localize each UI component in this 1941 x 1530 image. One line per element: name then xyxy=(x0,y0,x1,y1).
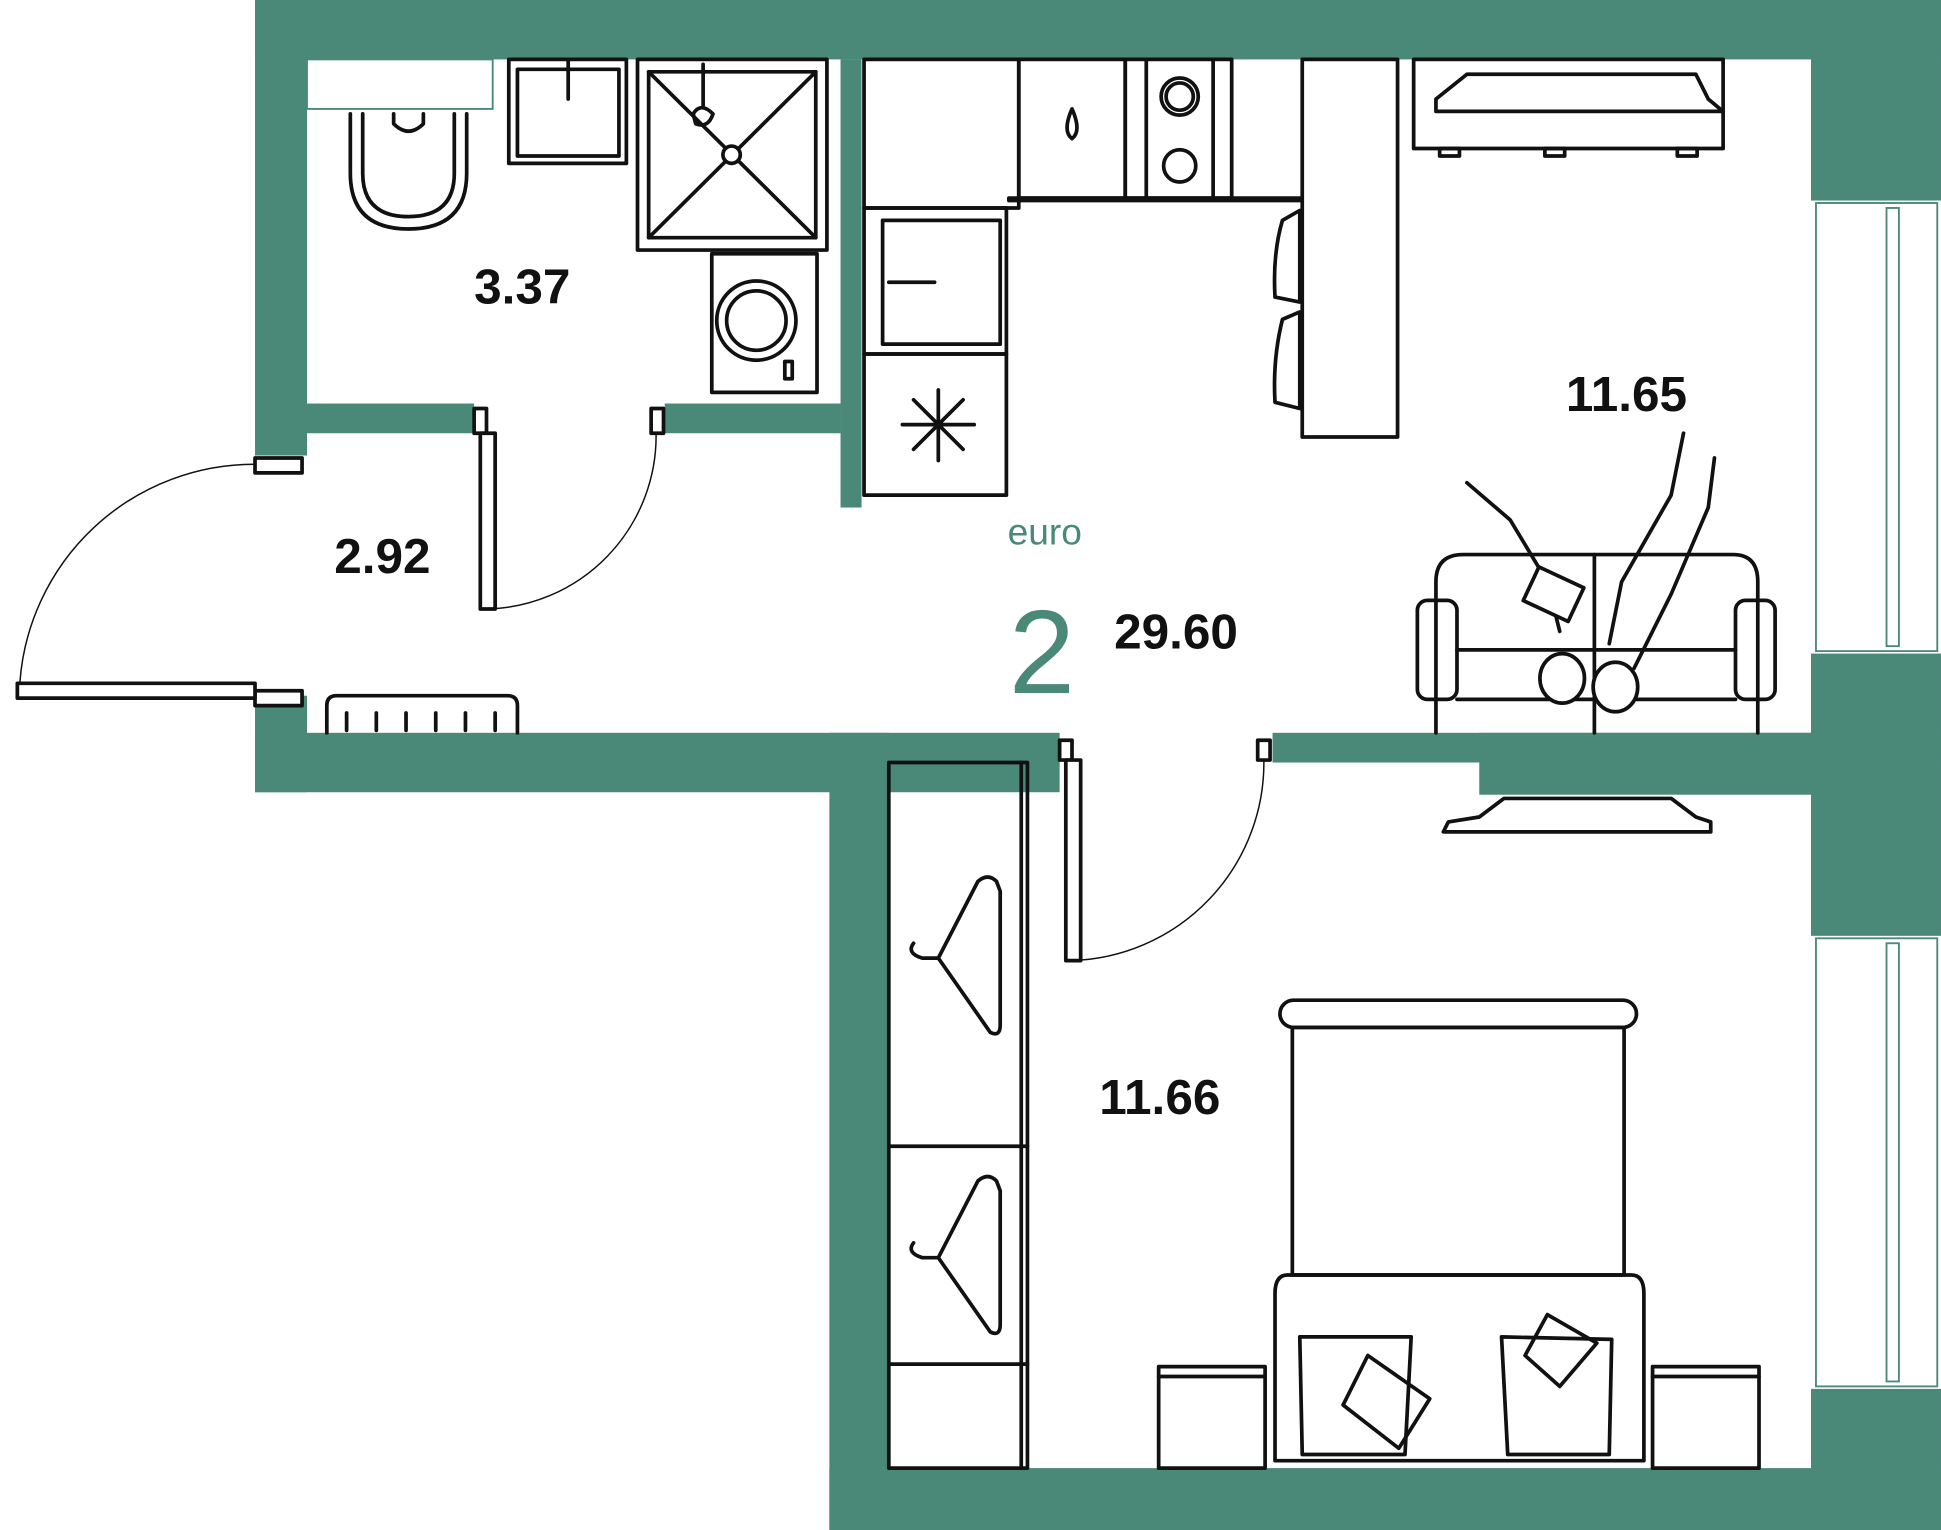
fridge-icon xyxy=(862,352,1009,498)
living-area: 11.65 xyxy=(1566,367,1687,422)
hallway-fixtures xyxy=(15,406,666,735)
bedroom-fixtures xyxy=(886,738,1761,1470)
windows xyxy=(306,58,1939,1388)
total-area: 29.60 xyxy=(1114,605,1238,660)
bathroom-area: 3.37 xyxy=(474,259,570,314)
room-count: 2 xyxy=(1009,586,1075,719)
toilet-icon xyxy=(348,112,469,231)
radiator-icon xyxy=(324,693,520,735)
tv-icon xyxy=(1441,796,1713,834)
bedroom-door-icon xyxy=(1057,738,1272,963)
walls xyxy=(255,0,1941,1530)
stove-icon xyxy=(1123,57,1234,200)
bar-counter-icon xyxy=(1272,57,1400,439)
bathroom-fixtures xyxy=(348,57,829,395)
labels: 3.37 2.92 11.65 11.66 euro 2 29.60 xyxy=(334,259,1687,1125)
sofa-icon xyxy=(1415,552,1777,735)
shower-icon xyxy=(635,57,829,252)
sink-icon xyxy=(506,57,629,166)
nightstand-icon xyxy=(1156,1364,1761,1470)
hallway-area: 2.92 xyxy=(334,529,430,584)
living-fixtures xyxy=(1411,57,1777,735)
people-icon xyxy=(1465,431,1717,714)
plan-type-label: euro xyxy=(1008,511,1082,553)
water-drop-icon xyxy=(1065,107,1079,141)
wardrobe-icon xyxy=(886,760,1030,1470)
tv-stand-icon xyxy=(1411,57,1725,158)
kitchen-fixtures xyxy=(862,57,1400,498)
bed-icon xyxy=(1273,998,1646,1463)
washing-machine-icon xyxy=(709,251,819,395)
bedroom-area: 11.66 xyxy=(1099,1070,1220,1125)
bathroom-door-icon xyxy=(472,406,666,611)
entrance-door-icon xyxy=(15,456,304,708)
